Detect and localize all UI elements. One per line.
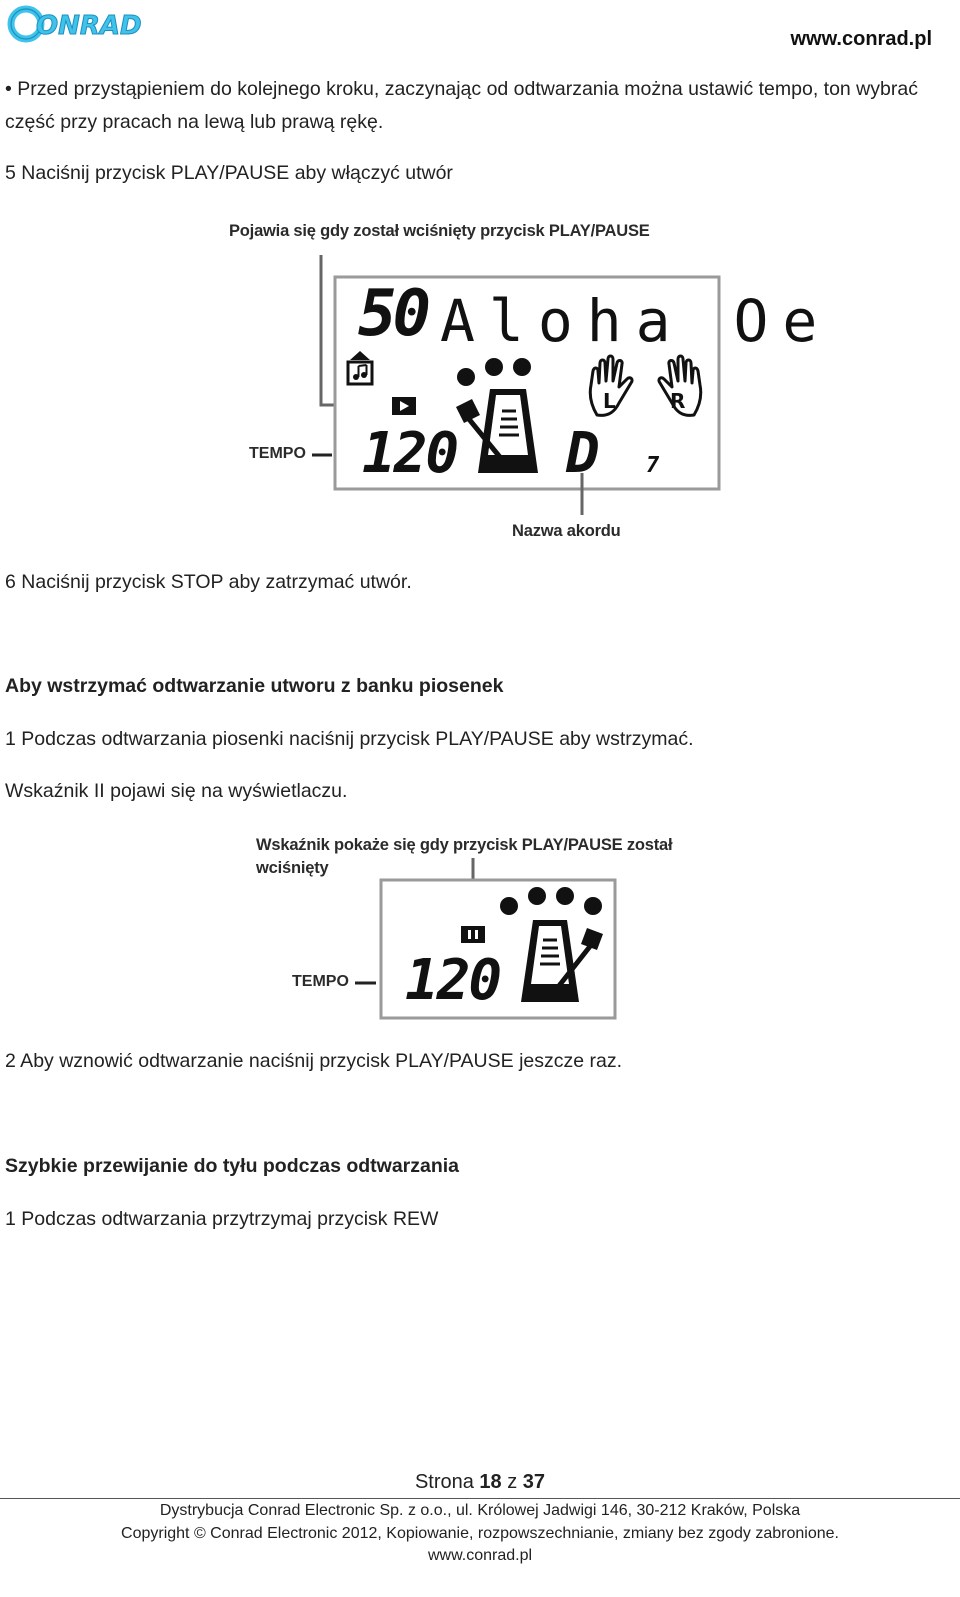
lcd-song-number: 50 <box>358 277 431 351</box>
chord-name: D <box>566 421 600 486</box>
figure2-caption-line1: Wskaźnik pokaże się gdy przycisk PLAY/PA… <box>256 836 673 854</box>
heading-rewind: Szybkie przewijanie do tyłu podczas odtw… <box>5 1155 460 1177</box>
footer-divider <box>0 1498 960 1499</box>
pause-indicator-note: Wskaźnik II pojawi się na wyświetlaczu. <box>5 780 348 802</box>
tempo-value: 120 <box>362 421 459 486</box>
right-hand-letter: R <box>670 389 686 413</box>
pause-indicator-icon <box>461 926 485 943</box>
figure1-caption: Pojawia się gdy został wciśnięty przycis… <box>229 222 650 240</box>
footer-distribution: Dystrybucja Conrad Electronic Sp. z o.o.… <box>159 1502 801 1519</box>
footer-copyright: Copyright © Conrad Electronic 2012, Kopi… <box>121 1525 839 1542</box>
page-number: Strona 18 z 37 <box>0 1471 960 1494</box>
bullet-paragraph: • Przed przystąpieniem do kolejnego krok… <box>5 78 918 133</box>
conrad-logo: ONRAD <box>6 2 166 46</box>
music-note-icon <box>346 351 374 386</box>
lcd-song-name: Aloha Oe <box>440 287 832 355</box>
figure2-caption-line2: wciśnięty <box>256 859 329 877</box>
header-website[interactable]: www.conrad.pl <box>790 28 933 50</box>
lcd-figure-playing: Pojawia się gdy został wciśnięty przycis… <box>0 215 960 555</box>
heading-pause: Aby wstrzymać odtwarzanie utworu z banku… <box>5 675 504 697</box>
conrad-logo-mark: ONRAD <box>7 5 142 43</box>
page-current: 18 <box>479 1471 502 1493</box>
metronome-icon-paused <box>500 887 603 1002</box>
left-hand-letter: L <box>603 389 616 413</box>
logo-wordmark: ONRAD <box>36 11 142 41</box>
page-total: 37 <box>522 1471 546 1493</box>
rewind-step-1: 1 Podczas odtwarzania przytrzymaj przyci… <box>5 1208 439 1230</box>
right-hand-icon <box>657 354 703 417</box>
pause-step-1: 1 Podczas odtwarzania piosenki naciśnij … <box>5 728 694 750</box>
pause-step-2: 2 Aby wznowić odtwarzanie naciśnij przyc… <box>5 1050 623 1072</box>
chord-label: Nazwa akordu <box>512 522 621 540</box>
lcd-figure-paused: Wskaźnik pokaże się gdy przycisk PLAY/PA… <box>0 830 960 1030</box>
page-prefix: Strona <box>414 1471 480 1493</box>
tempo-label-paused: TEMPO <box>292 973 349 990</box>
chord-suffix: 7 <box>646 453 660 478</box>
page-separator: z <box>501 1471 523 1493</box>
step-6: 6 Naciśnij przycisk STOP aby zatrzymać u… <box>5 571 412 593</box>
metronome-icon <box>456 358 538 473</box>
step-5: 5 Naciśnij przycisk PLAY/PAUSE aby włącz… <box>5 162 453 184</box>
footer-website[interactable]: www.conrad.pl <box>427 1547 533 1564</box>
left-hand-icon <box>588 354 634 417</box>
tempo-value-paused: 120 <box>405 948 502 1013</box>
play-indicator-icon <box>392 397 416 415</box>
tempo-label: TEMPO <box>249 445 306 462</box>
